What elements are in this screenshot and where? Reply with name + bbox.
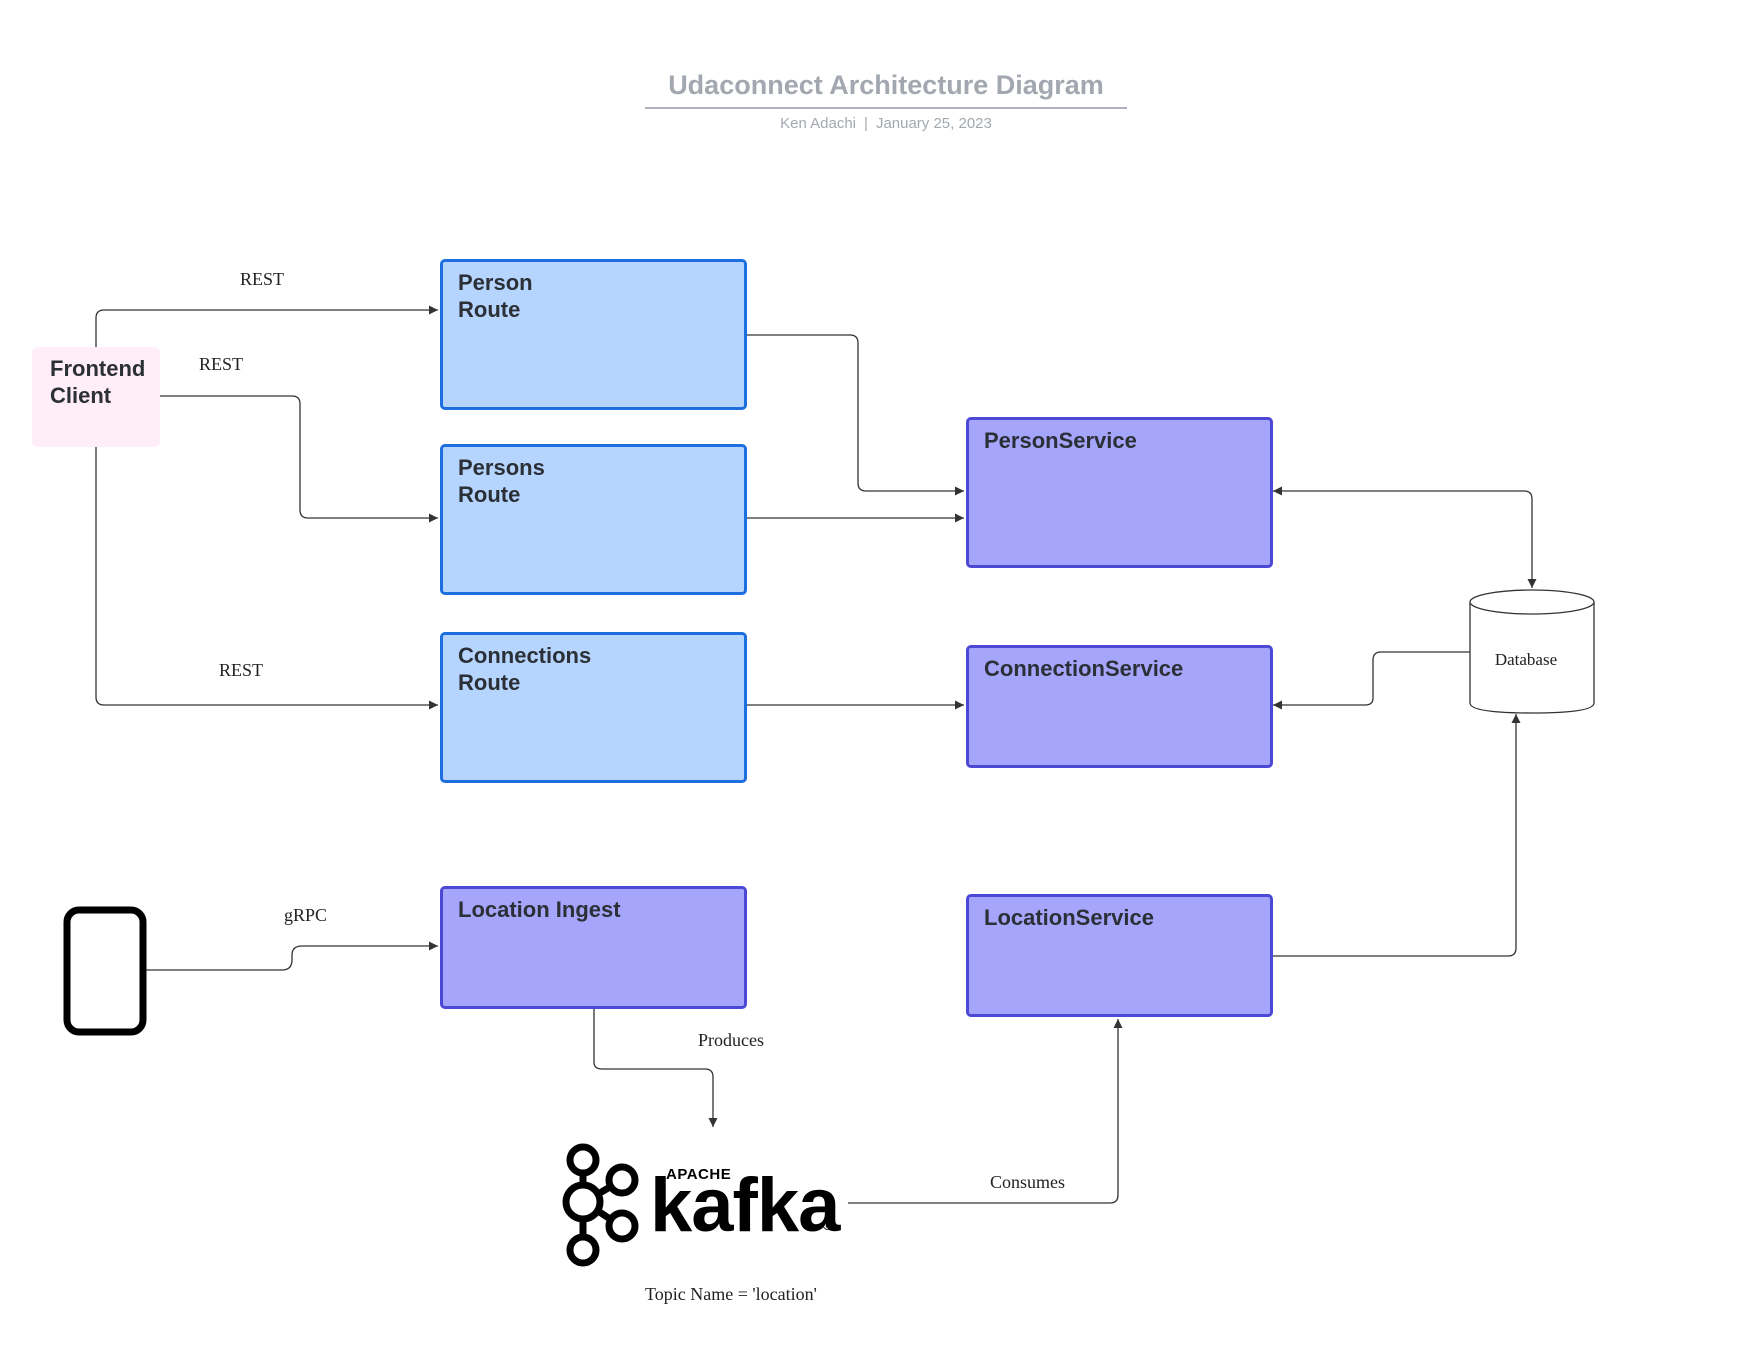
edge-location-service-to-database (1273, 714, 1521, 957)
kafka-topic-label: Topic Name = 'location' (645, 1284, 817, 1304)
person-route-node[interactable]: Person Route (440, 259, 747, 410)
connection-service-node[interactable]: ConnectionService (966, 645, 1273, 768)
person-service-node[interactable]: PersonService (966, 417, 1273, 568)
edge-label-rest: REST (240, 269, 285, 289)
kafka-logo-apache-text: APACHE (666, 1166, 732, 1183)
kafka-registered-mark: ® (822, 1215, 835, 1234)
smartphone-icon (63, 906, 147, 1036)
frontend-client-node[interactable]: Frontend Client (32, 347, 160, 447)
location-service-node[interactable]: LocationService (966, 894, 1273, 1017)
node-label: LocationService (984, 905, 1154, 930)
node-label: PersonService (984, 428, 1137, 453)
edge-label-rest: REST (199, 354, 244, 374)
diagram-subtitle: Ken Adachi | January 25, 2023 (645, 115, 1127, 132)
edge-client-to-person-route (95, 305, 438, 347)
node-label: Route (458, 297, 521, 322)
author-name: Ken Adachi (780, 115, 857, 132)
node-label: Connections (458, 643, 592, 668)
edge-location-ingest-to-kafka (593, 1007, 718, 1127)
edge-label-consumes: Consumes (990, 1172, 1066, 1192)
persons-route-node[interactable]: Persons Route (440, 444, 747, 595)
kafka-logo (562, 1143, 639, 1267)
node-label: Client (50, 383, 112, 408)
title-underline (645, 107, 1127, 109)
subtitle-separator: | (864, 115, 868, 132)
kafka-logo-wordmark: kafka (650, 1163, 840, 1248)
node-label: Frontend (50, 356, 146, 381)
node-label: Location Ingest (458, 897, 621, 922)
edge-client-to-persons-route (160, 395, 438, 523)
database-cylinder (1469, 589, 1595, 714)
node-label: ConnectionService (984, 656, 1184, 681)
location-ingest-node[interactable]: Location Ingest (440, 886, 747, 1009)
node-label: Route (458, 482, 521, 507)
edge-label-produces: Produces (698, 1030, 764, 1050)
edge-kafka-to-location-service (848, 1019, 1123, 1204)
edge-device-to-location-ingest (145, 941, 438, 971)
connections-route-node[interactable]: Connections Route (440, 632, 747, 783)
node-label: Persons (458, 455, 545, 480)
edge-person-service-database (1273, 486, 1537, 588)
database-label: Database (1494, 650, 1558, 669)
edge-client-to-connections-route (95, 447, 438, 710)
edge-label-rest: REST (219, 660, 264, 680)
edge-label-grpc: gRPC (284, 905, 328, 925)
diagram-date: January 25, 2023 (875, 115, 992, 132)
edge-person-route-to-person-service (747, 334, 964, 496)
node-label: Route (458, 670, 521, 695)
edge-database-to-connection-service (1273, 651, 1470, 710)
diagram-title: Udaconnect Architecture Diagram (668, 70, 1104, 100)
node-label: Person (458, 270, 533, 295)
